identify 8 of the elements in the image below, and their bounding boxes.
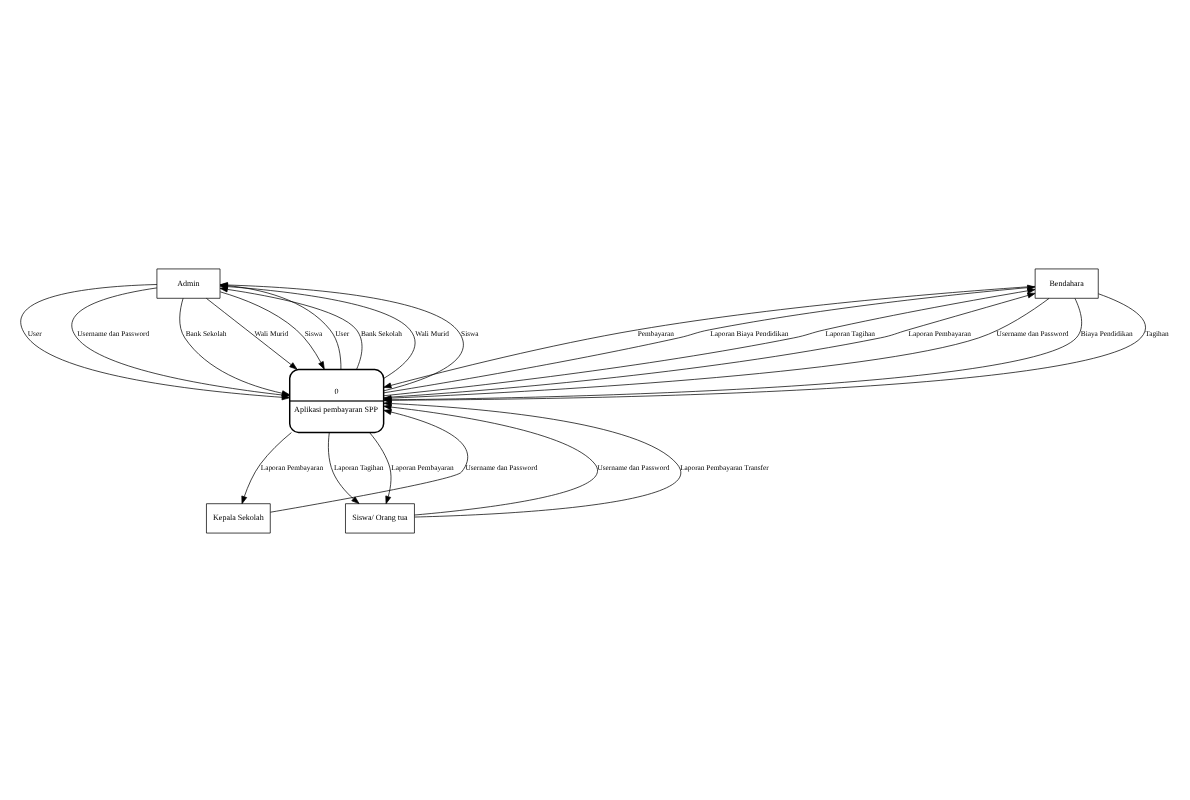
arrow [383, 403, 598, 515]
arrow [270, 408, 469, 512]
arrow [328, 431, 360, 503]
arrow [219, 290, 325, 369]
arrow [206, 296, 298, 369]
arrow [369, 431, 392, 503]
arrow [383, 399, 682, 517]
arrow [241, 431, 292, 504]
